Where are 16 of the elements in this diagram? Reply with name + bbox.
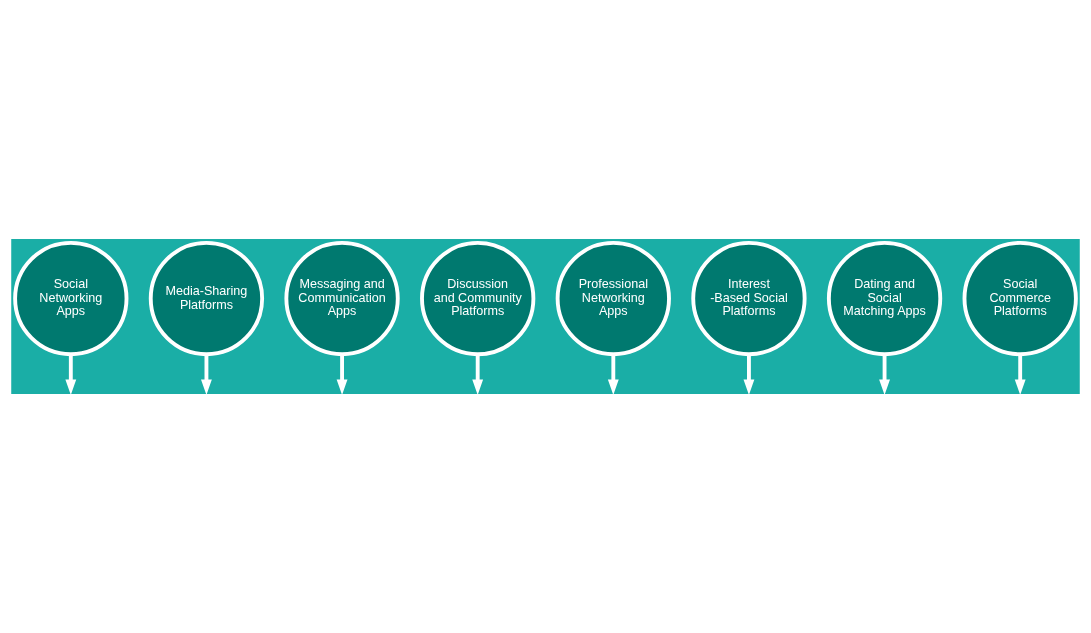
arrow — [201, 354, 212, 394]
node-circle: Interest -Based Social Platforms — [691, 240, 807, 357]
arrow — [336, 354, 348, 394]
node-circle: Discussion and Community Platforms — [420, 240, 536, 357]
arrow — [1014, 354, 1026, 394]
arrow — [607, 354, 619, 394]
node-circle: Professional Networking Apps — [555, 240, 671, 357]
node-circle: Social Commerce Platforms — [962, 240, 1078, 357]
node-circle: Messaging and Communication Apps — [284, 240, 400, 357]
arrow — [879, 354, 890, 394]
arrow — [472, 354, 484, 394]
node-circle: Dating and Social Matching Apps — [826, 240, 943, 357]
arrow — [743, 354, 755, 394]
arrow — [65, 354, 77, 394]
node-circle: Media-Sharing Platforms — [148, 240, 265, 357]
node-circle: Social Networking Apps — [13, 240, 129, 357]
